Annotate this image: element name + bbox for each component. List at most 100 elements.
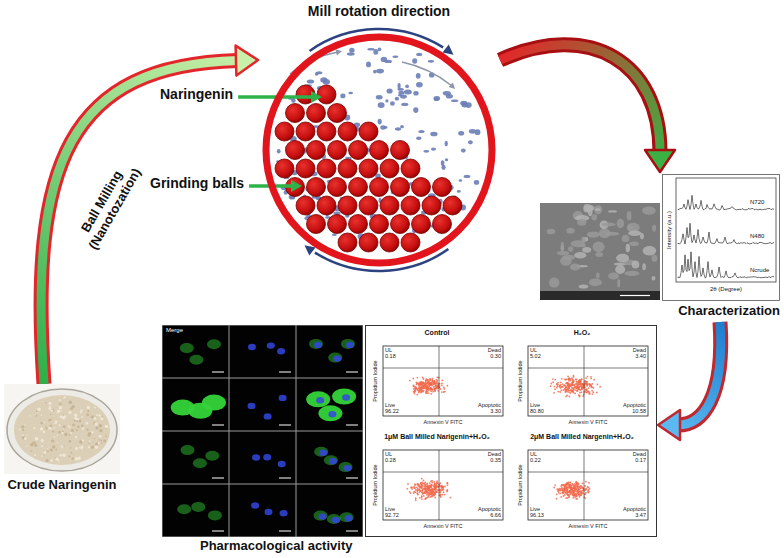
event-dot	[579, 392, 581, 394]
event-dot	[566, 487, 568, 489]
naringenin-particle	[373, 49, 378, 55]
powder-grain	[19, 429, 21, 431]
event-dot	[566, 378, 568, 380]
confocal-cell	[297, 379, 363, 431]
event-dot	[410, 486, 412, 488]
blue-nucleus	[279, 395, 287, 401]
event-dot	[419, 490, 421, 492]
event-dot	[434, 383, 436, 385]
sem-particle	[574, 252, 586, 258]
axis-label: Annexin V FITC	[383, 419, 503, 425]
powder-grain	[42, 401, 43, 402]
event-dot	[421, 496, 423, 498]
event-dot	[565, 386, 567, 388]
flow-cytometry-plot: 1μM Ball Milled Narigenin+H₂O₂UL0.28Dead…	[367, 432, 507, 535]
event-dot	[589, 384, 591, 386]
sem-particle	[583, 204, 590, 212]
event-dot	[587, 486, 589, 488]
event-dot	[435, 487, 437, 489]
powder-grain	[50, 449, 53, 452]
event-dot	[581, 388, 583, 390]
sem-particle	[579, 284, 588, 288]
event-dot	[444, 486, 446, 488]
grinding-ball	[380, 159, 399, 178]
powder-grain	[22, 429, 24, 431]
naringenin-particle	[461, 149, 466, 153]
green-fluorescence	[193, 458, 207, 468]
powder-grain	[35, 414, 36, 415]
green-fluorescence	[208, 510, 222, 520]
naringenin-particle	[468, 140, 473, 144]
blue-nucleus	[278, 461, 286, 467]
arrowhead	[236, 46, 258, 76]
event-dot	[588, 387, 590, 389]
event-dot	[568, 494, 570, 496]
powder-grain	[46, 459, 49, 462]
powder-grain	[103, 439, 106, 442]
flow-arrowhead	[336, 50, 343, 56]
event-dot	[418, 388, 420, 390]
naringenin-particle	[378, 47, 382, 51]
event-dot	[420, 389, 422, 391]
plot-frame	[663, 175, 780, 301]
event-dot	[430, 490, 432, 492]
event-dot	[576, 381, 578, 383]
scale-bar	[212, 531, 224, 532]
naringenin-particle	[349, 48, 354, 53]
event-dot	[428, 388, 430, 390]
naringenin-particle	[457, 190, 461, 193]
sem-particle	[561, 242, 564, 252]
event-dot	[562, 489, 564, 491]
event-dot	[416, 394, 418, 396]
event-dot	[558, 492, 560, 494]
event-dot	[580, 491, 582, 493]
event-dot	[593, 379, 595, 381]
event-dot	[414, 487, 416, 489]
event-dot	[562, 493, 564, 495]
powder-grain	[100, 440, 102, 442]
event-dot	[580, 487, 582, 489]
event-dot	[437, 387, 439, 389]
event-dot	[429, 379, 431, 381]
powder-grain	[55, 423, 56, 424]
powder-grain	[41, 415, 43, 417]
grinding-ball	[328, 141, 347, 160]
event-dot	[565, 487, 567, 489]
green-fluorescence	[340, 512, 354, 522]
grinding-ball	[328, 104, 347, 123]
event-dot	[436, 491, 438, 493]
event-dot	[424, 485, 426, 487]
quadrant-label: Apoptotic	[623, 506, 646, 512]
event-dot	[421, 385, 423, 387]
event-dot	[413, 378, 415, 380]
naringenin-particle	[390, 101, 395, 106]
pharmacology-panel: Pharmacological activityControlUL0.18Dea…	[160, 324, 658, 556]
event-dot	[579, 381, 581, 383]
powder-grain	[71, 452, 73, 454]
quadrant-value: 0.30	[490, 353, 501, 359]
sem-particle	[596, 273, 600, 279]
arrow-body	[500, 45, 660, 152]
event-dot	[424, 384, 426, 386]
event-dot	[599, 386, 601, 388]
event-dot	[552, 381, 554, 383]
event-dot	[561, 487, 563, 489]
event-dot	[580, 383, 582, 385]
powder-grain	[31, 450, 33, 452]
event-dot	[565, 488, 567, 490]
event-dot	[426, 387, 428, 389]
powder-grain	[43, 451, 46, 454]
event-dot	[566, 487, 568, 489]
plot-axes	[383, 346, 503, 416]
event-dot	[426, 387, 428, 389]
event-dot	[585, 377, 587, 379]
naringenin-particle	[340, 94, 345, 99]
sem-particle	[625, 271, 640, 276]
blue-nucleus	[329, 458, 337, 464]
event-dot	[441, 391, 443, 393]
event-dot	[582, 492, 584, 494]
event-dot	[414, 390, 416, 392]
event-dot	[585, 389, 587, 391]
powder-grain	[100, 417, 103, 420]
naringenin-particle	[401, 103, 408, 106]
